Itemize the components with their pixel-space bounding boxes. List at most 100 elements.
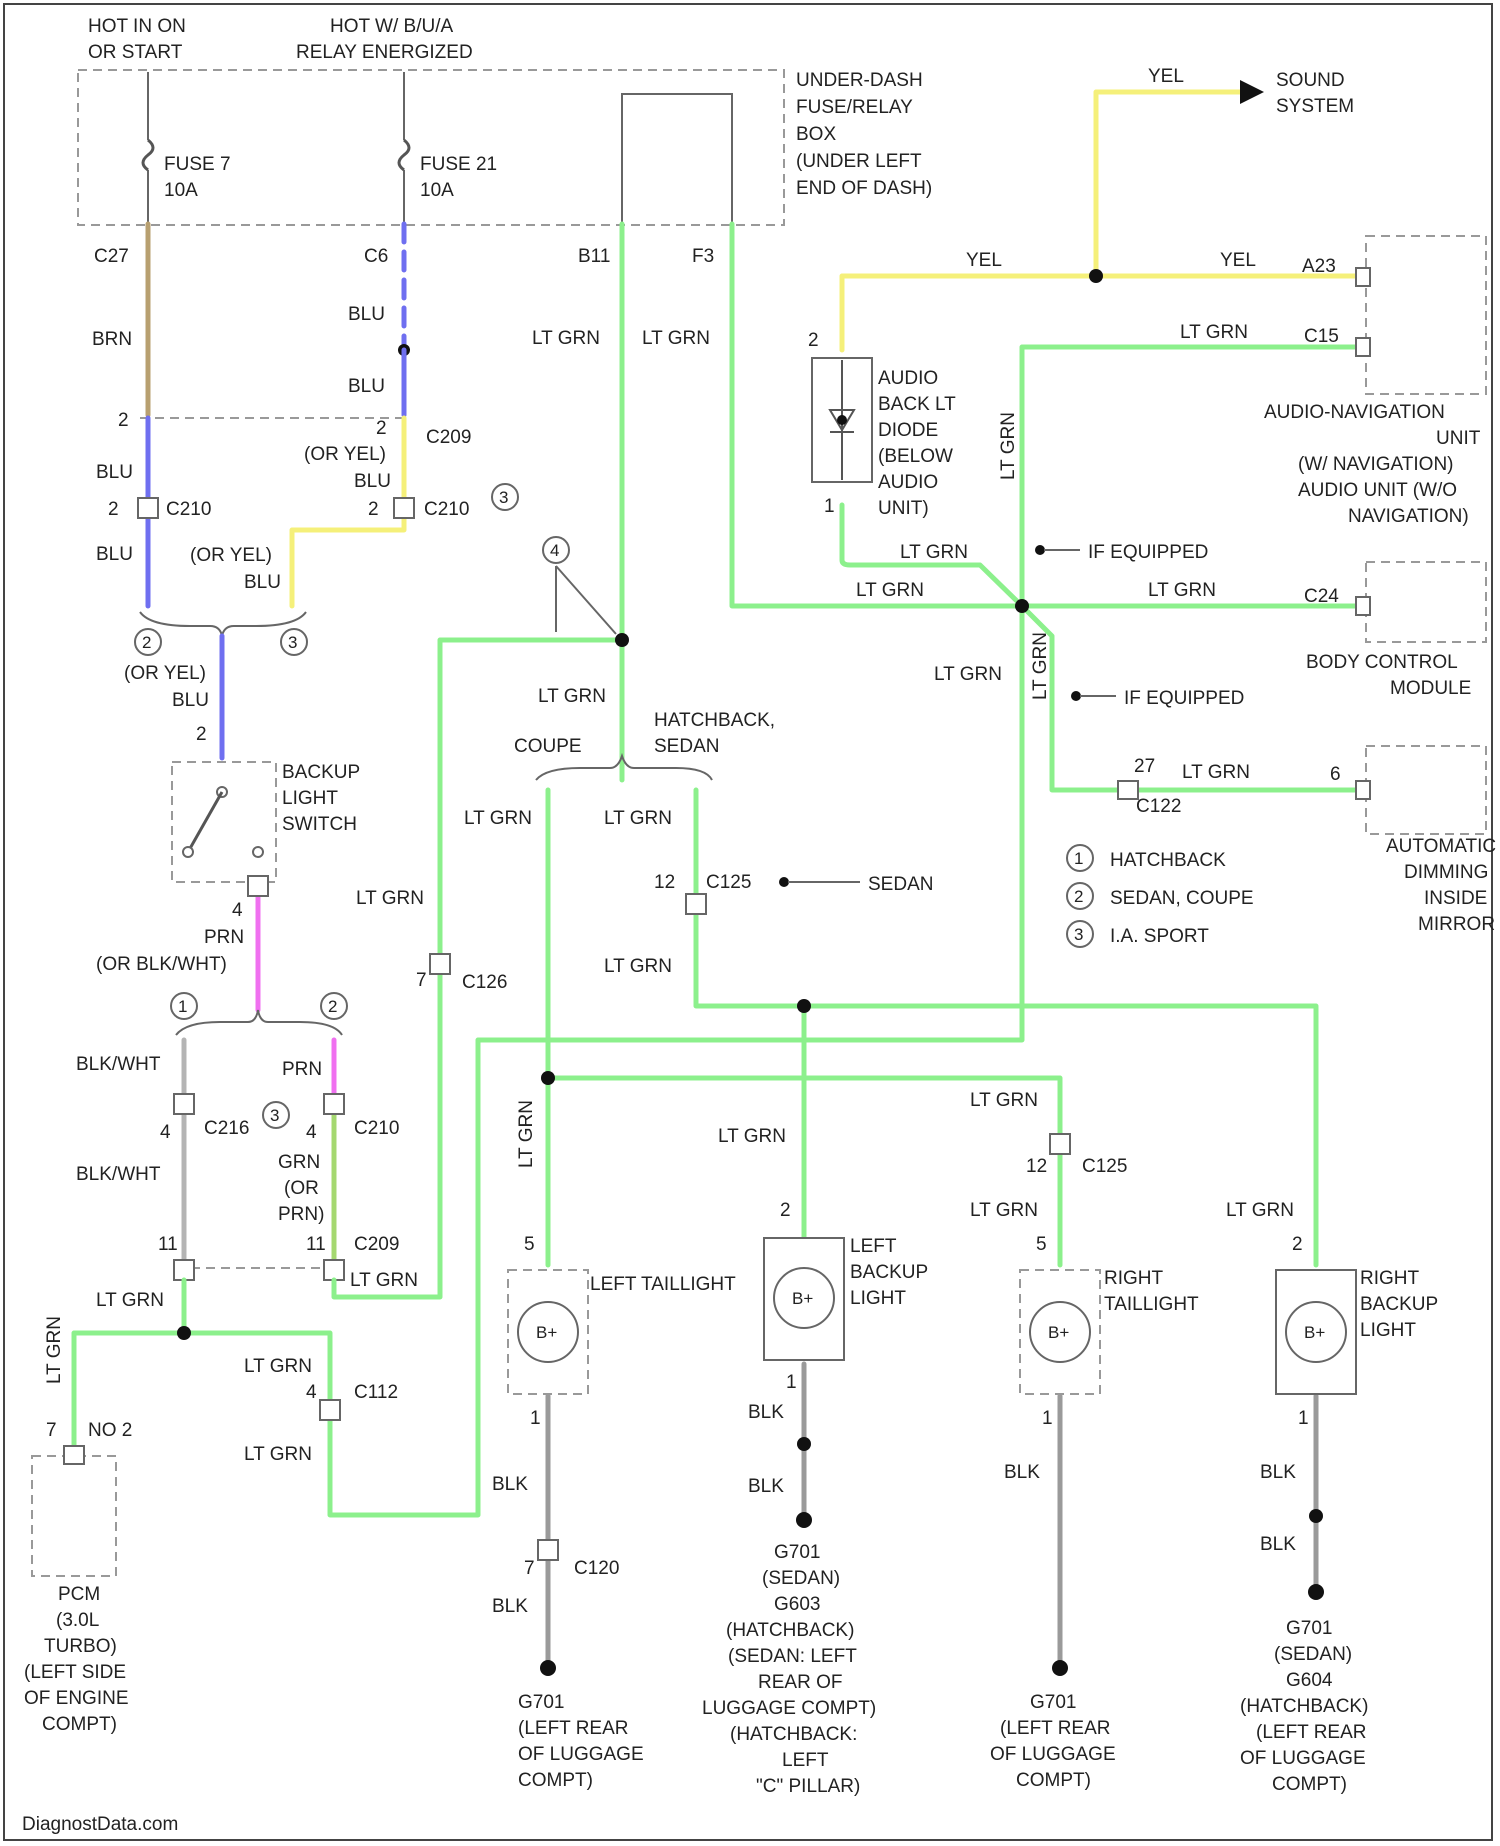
svg-text:LT GRN: LT GRN	[244, 1444, 312, 1465]
svg-text:G701: G701	[774, 1542, 820, 1563]
svg-text:OF LUGGAGE: OF LUGGAGE	[990, 1744, 1116, 1765]
svg-text:5: 5	[524, 1234, 535, 1255]
svg-text:REAR OF: REAR OF	[758, 1672, 842, 1693]
yel-wiring	[842, 92, 1360, 350]
auto-dimming-mirror	[1366, 746, 1486, 834]
svg-text:OF LUGGAGE: OF LUGGAGE	[518, 1744, 644, 1765]
svg-text:YEL: YEL	[966, 250, 1002, 271]
svg-text:LIGHT: LIGHT	[282, 788, 338, 809]
svg-text:2: 2	[118, 410, 129, 431]
svg-text:(LEFT REAR: (LEFT REAR	[518, 1718, 629, 1739]
svg-text:2: 2	[780, 1200, 791, 1221]
svg-text:AUTOMATIC: AUTOMATIC	[1386, 836, 1496, 857]
svg-text:COUPE: COUPE	[514, 736, 582, 757]
svg-text:BLU: BLU	[96, 462, 133, 483]
svg-text:1: 1	[530, 1408, 541, 1429]
svg-text:YEL: YEL	[1220, 250, 1256, 271]
svg-text:G603: G603	[774, 1594, 820, 1615]
svg-text:BLU: BLU	[172, 690, 209, 711]
svg-text:LT GRN: LT GRN	[718, 1126, 786, 1147]
svg-text:LT GRN: LT GRN	[350, 1270, 418, 1291]
svg-text:(SEDAN): (SEDAN)	[762, 1568, 840, 1589]
svg-text:AUDIO UNIT (W/O: AUDIO UNIT (W/O	[1298, 480, 1457, 501]
svg-text:LT GRN: LT GRN	[1180, 322, 1248, 343]
svg-text:7: 7	[46, 1420, 57, 1441]
svg-text:2: 2	[1074, 887, 1083, 906]
svg-text:IF EQUIPPED: IF EQUIPPED	[1088, 542, 1208, 563]
svg-text:BLK: BLK	[492, 1474, 528, 1495]
backup-light-switch	[172, 762, 276, 882]
svg-text:LT GRN: LT GRN	[516, 1100, 537, 1168]
svg-text:BACKUP: BACKUP	[850, 1262, 928, 1283]
svg-text:LT GRN: LT GRN	[604, 808, 672, 829]
svg-text:BLK: BLK	[1260, 1462, 1296, 1483]
svg-text:COMPT): COMPT)	[1272, 1774, 1347, 1795]
svg-text:C126: C126	[462, 972, 507, 993]
watermark: DiagnostData.com	[22, 1814, 178, 1835]
audio-nav-label: AUDIO-NAVIGATION UNIT (W/ NAVIGATION) AU…	[1264, 402, 1481, 527]
svg-text:BLK: BLK	[748, 1402, 784, 1423]
svg-text:2: 2	[1292, 1234, 1303, 1255]
pcm-module	[32, 1456, 116, 1576]
svg-text:3: 3	[288, 633, 297, 652]
svg-text:1: 1	[786, 1372, 797, 1393]
svg-text:11: 11	[158, 1234, 178, 1255]
svg-text:HATCHBACK,: HATCHBACK,	[654, 710, 775, 731]
svg-text:BLK: BLK	[1260, 1534, 1296, 1555]
svg-text:LT GRN: LT GRN	[244, 1356, 312, 1377]
ground-g1: G701 (LEFT REAR OF LUGGAGE COMPT)	[518, 1692, 644, 1791]
svg-text:OF ENGINE: OF ENGINE	[24, 1688, 129, 1709]
svg-text:LT GRN: LT GRN	[970, 1200, 1038, 1221]
svg-text:G701: G701	[1030, 1692, 1076, 1713]
svg-text:12: 12	[654, 872, 675, 893]
svg-text:3: 3	[1074, 925, 1083, 944]
svg-text:LT GRN: LT GRN	[1148, 580, 1216, 601]
svg-text:LT GRN: LT GRN	[934, 664, 1002, 685]
svg-text:3: 3	[270, 1106, 279, 1125]
svg-text:C6: C6	[364, 246, 388, 267]
svg-text:A23: A23	[1302, 256, 1336, 277]
svg-text:1: 1	[1074, 849, 1083, 868]
svg-text:BLK: BLK	[1004, 1462, 1040, 1483]
svg-text:LT GRN: LT GRN	[538, 686, 606, 707]
svg-text:I.A. SPORT: I.A. SPORT	[1110, 926, 1209, 947]
svg-text:SEDAN, COUPE: SEDAN, COUPE	[1110, 888, 1254, 909]
svg-text:LT GRN: LT GRN	[1030, 632, 1051, 700]
svg-text:(HATCHBACK): (HATCHBACK)	[1240, 1696, 1368, 1717]
backup-switch-label: BACKUP LIGHT SWITCH	[282, 762, 360, 835]
svg-text:BOX: BOX	[796, 124, 836, 145]
svg-text:NAVIGATION): NAVIGATION)	[1348, 506, 1469, 527]
svg-text:G604: G604	[1286, 1670, 1333, 1691]
diagram-border	[4, 4, 1492, 1840]
fuse-7-icon	[143, 140, 153, 170]
svg-text:RIGHT: RIGHT	[1360, 1268, 1420, 1289]
bcm-label: BODY CONTROL MODULE	[1306, 652, 1471, 699]
svg-text:LT GRN: LT GRN	[464, 808, 532, 829]
svg-text:4: 4	[550, 541, 559, 560]
svg-text:4: 4	[232, 900, 243, 921]
svg-text:(OR: (OR	[284, 1178, 319, 1199]
svg-text:LT GRN: LT GRN	[44, 1316, 65, 1384]
svg-text:BRN: BRN	[92, 329, 132, 350]
svg-text:2: 2	[808, 330, 819, 351]
fuse-box-label: UNDER-DASH FUSE/RELAY BOX (UNDER LEFT EN…	[796, 70, 932, 199]
source-hot-relay: HOT W/ B/U/A RELAY ENERGIZED	[296, 16, 473, 63]
svg-text:4: 4	[306, 1122, 317, 1143]
marker-4-lines	[556, 566, 616, 634]
variant-legend: 1 HATCHBACK 2 SEDAN, COUPE 3 I.A. SPORT	[1067, 845, 1254, 947]
svg-text:HOT IN ON: HOT IN ON	[88, 16, 186, 37]
svg-text:27: 27	[1134, 756, 1155, 777]
svg-text:NO 2: NO 2	[88, 1420, 132, 1441]
svg-text:DIMMING: DIMMING	[1404, 862, 1488, 883]
ground-g4: G701 (SEDAN) G604 (HATCHBACK) (LEFT REAR…	[1240, 1618, 1368, 1795]
svg-text:LT GRN: LT GRN	[970, 1090, 1038, 1111]
svg-text:2: 2	[142, 633, 151, 652]
svg-text:10A: 10A	[420, 180, 454, 201]
svg-text:C15: C15	[1304, 326, 1339, 347]
svg-text:LIGHT: LIGHT	[1360, 1320, 1416, 1341]
svg-text:(HATCHBACK:: (HATCHBACK:	[730, 1724, 857, 1745]
svg-text:4: 4	[306, 1382, 317, 1403]
svg-text:(W/ NAVIGATION): (W/ NAVIGATION)	[1298, 454, 1454, 475]
svg-text:BLU: BLU	[348, 304, 385, 325]
svg-text:LT GRN: LT GRN	[998, 412, 1019, 480]
